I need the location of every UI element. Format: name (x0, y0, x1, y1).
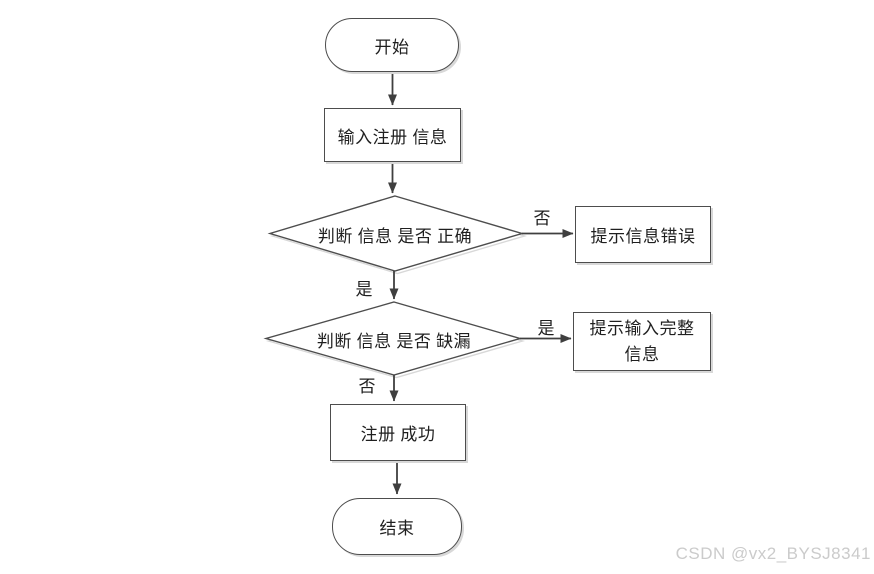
edge-label-correct-no: 否 (533, 208, 551, 228)
csdn-watermark: CSDN @vx2_BYSJ8341 (675, 544, 871, 563)
check-correct-diamond (267, 195, 525, 272)
input-registration-node: 输入注册 信息 (324, 108, 461, 162)
input-registration-label: 输入注册 信息 (337, 127, 448, 147)
complete-hint-node: 提示输入完整 信息 (573, 312, 711, 371)
edge-label-missing-no: 否 (358, 376, 376, 396)
error-hint-node: 提示信息错误 (575, 206, 711, 263)
success-node: 注册 成功 (330, 404, 466, 461)
complete-hint-line2: 信息 (624, 344, 660, 364)
end-node: 结束 (332, 498, 462, 555)
flow-arrows (388, 74, 574, 495)
edge-label-missing-yes: 是 (537, 318, 555, 338)
check-correct-label: 判断 信息 是否 正确 (317, 226, 473, 246)
error-hint-label: 提示信息错误 (590, 227, 696, 246)
end-node-label: 结束 (379, 519, 415, 538)
success-node-label: 注册 成功 (360, 425, 436, 444)
complete-hint-line1: 提示输入完整 (589, 318, 695, 338)
check-missing-label: 判断 信息 是否 缺漏 (316, 331, 472, 351)
edge-label-correct-yes: 是 (355, 279, 373, 299)
start-node: 开始 (325, 18, 459, 72)
start-node-label: 开始 (374, 37, 410, 57)
